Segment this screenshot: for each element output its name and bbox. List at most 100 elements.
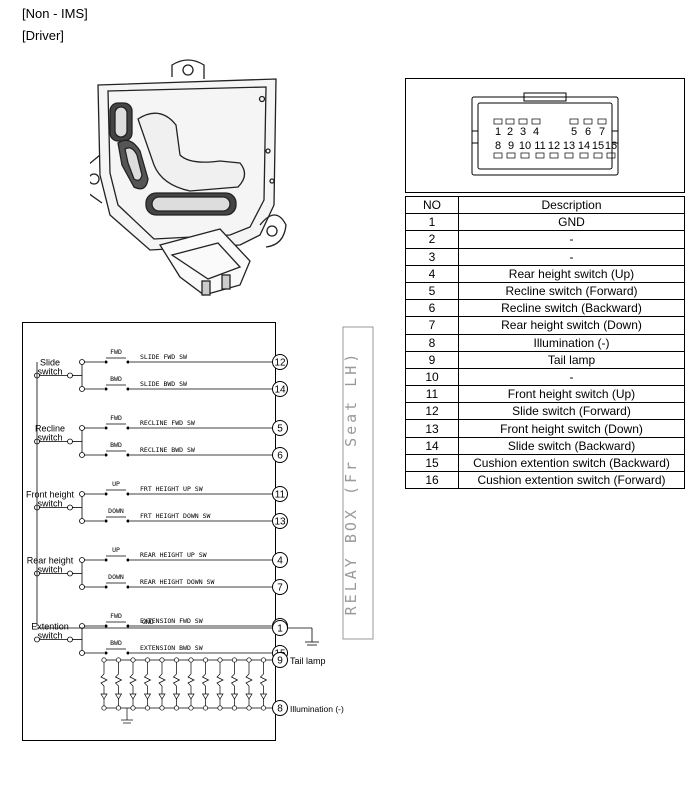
pin-number-cell: 14 [405,436,459,455]
seat-switch-illustration [90,59,287,296]
pin-number-cell: 16 [405,470,459,490]
pin-description-cell: Cushion extention switch (Backward) [458,453,685,473]
group-name: switch [37,367,62,377]
pin-number-cell: 8 [405,333,459,352]
pin-number-cell: 6 [405,299,459,318]
switch-signal-label: RECLINE BWD SW [140,446,195,454]
connector-pin-label: 14 [578,140,590,152]
pin-description-cell: Recline switch (Backward) [458,299,685,318]
connector-pin-label: 6 [585,126,591,138]
connector-pin-label: 5 [571,126,577,138]
pin-description-cell: GND [458,213,685,232]
pin-description-cell: Slide switch (Forward) [458,402,685,421]
table-row: 10- [405,367,685,387]
connector-pin-label: 9 [508,140,514,152]
group-name: Extention [31,622,69,632]
pin-description-cell: - [458,367,685,387]
pin-description-cell: Recline switch (Forward) [458,281,685,301]
connector-pin-label: 8 [495,140,501,152]
pin-number-cell: 3 [405,247,459,266]
group-name: Rear height [27,556,74,566]
pin-description-cell: Tail lamp [458,350,685,369]
pin-circle-label: 1 [277,624,283,635]
switch-signal-label: EXTENSION BWD SW [140,644,203,652]
wiring-schematic: RELAY BOX (Fr Seat LH) SlideswitchFWDSLI… [22,322,374,741]
switch-position-label: UP [112,480,120,488]
schematic-frame [22,322,276,741]
pin-description-cell: - [458,230,685,249]
relay-box-label: RELAY BOX (Fr Seat LH) [342,351,360,616]
header-description: Description [458,195,685,215]
group-name: switch [37,433,62,443]
pin-number-cell: 5 [405,281,459,301]
pin-circle-label: 6 [277,451,283,462]
connector-pin-label: 3 [520,126,526,138]
group-name: Slide [40,358,60,368]
switch-signal-label: REAR HEIGHT UP SW [140,551,207,559]
connector-pin-label: 13 [563,140,575,152]
group-name: switch [37,565,62,575]
pin-number-cell: 1 [405,213,459,232]
pin-number-cell: 2 [405,230,459,249]
pin-circle-label: 13 [274,517,286,528]
pin-number-cell: 12 [405,402,459,421]
pin-description-cell: Rear height switch (Up) [458,264,685,283]
pin-number-cell: 10 [405,367,459,387]
table-row: 2- [405,230,685,249]
connector-pin-label: 16 [605,140,617,152]
table-header-row: NO Description [405,195,685,215]
switch-signal-label: SLIDE FWD SW [140,353,187,361]
switch-position-label: FWD [110,348,122,356]
gnd-label: GND [142,618,154,626]
pin-number-cell: 9 [405,350,459,369]
switch-position-label: BWD [110,375,122,383]
group-name: switch [37,499,62,509]
header-no: NO [405,195,459,215]
connector-pin-label: 2 [507,126,513,138]
switch-position-label: UP [112,546,120,554]
switch-position-label: BWD [110,441,122,449]
pin-circle-label: 4 [277,556,283,567]
connector-pin-label: 7 [599,126,605,138]
connector-pin-label: 1 [495,126,501,138]
pin-number-cell: 13 [405,419,459,438]
connector-pin-label: 12 [548,140,560,152]
pin-number-cell: 15 [405,453,459,473]
pin-circle-label: 14 [274,385,286,396]
pin-number-cell: 11 [405,385,459,404]
pin-circle-label: 11 [275,490,286,501]
switch-signal-label: EXTENSION FWD SW [140,617,203,625]
connector-pin-label: 11 [534,140,545,152]
pin-number-cell: 7 [405,316,459,335]
connector-pin-label: 15 [592,140,604,152]
switch-position-label: DOWN [108,573,124,581]
table-row: 3- [405,247,685,266]
switch-signal-label: RECLINE FWD SW [140,419,195,427]
pin-description-cell: Front height switch (Up) [458,385,685,404]
pin-number-cell: 4 [405,264,459,283]
pin-description-cell: Slide switch (Backward) [458,436,685,455]
switch-signal-label: REAR HEIGHT DOWN SW [140,578,214,586]
pin-description-cell: Rear height switch (Down) [458,316,685,335]
pin-description-cell: Front height switch (Down) [458,419,685,438]
tail-lamp-label: Tail lamp [290,656,326,666]
relay-box-outline [342,326,374,640]
switch-position-label: BWD [110,639,122,647]
